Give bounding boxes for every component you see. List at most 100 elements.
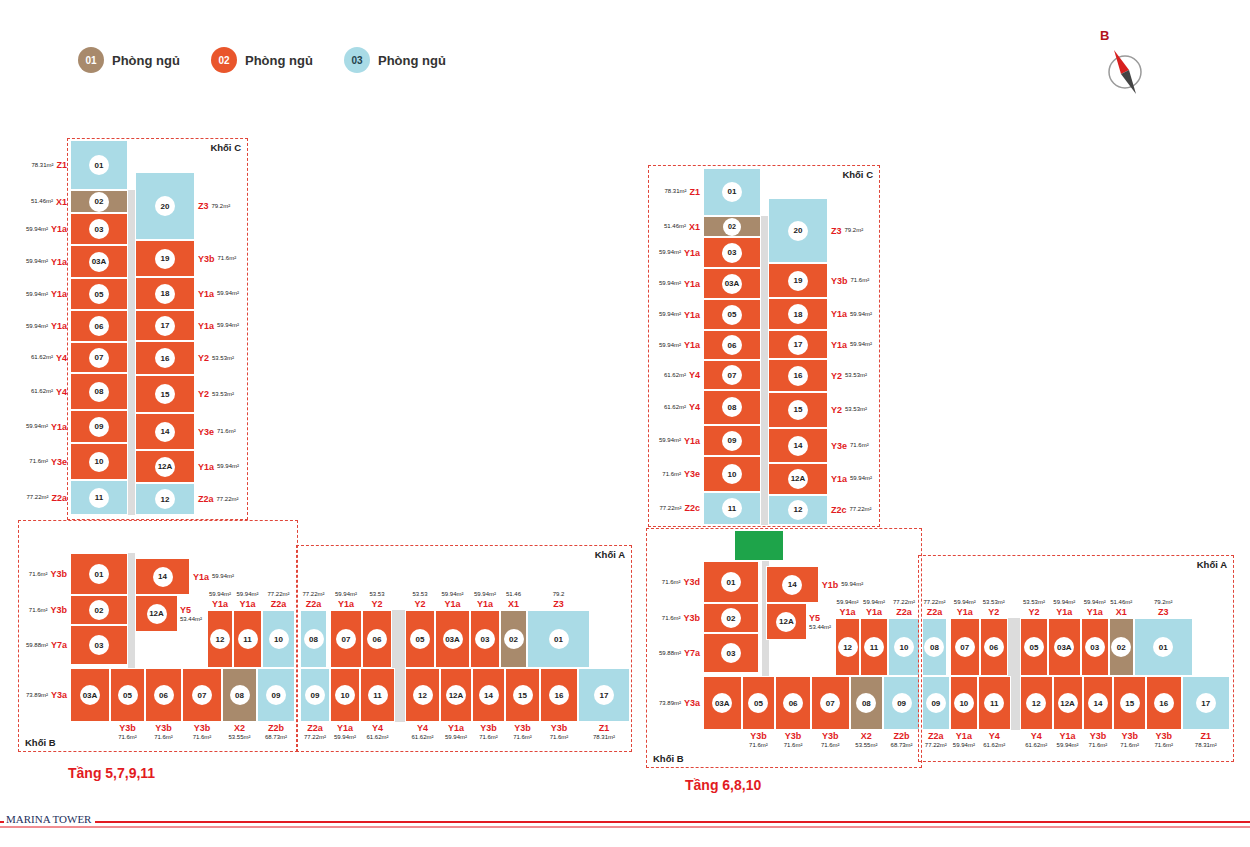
unit-type-code: Y3e [684, 469, 700, 479]
legend-item: 02Phòng ngủ [211, 47, 313, 73]
unit-type-code: Y3b [1155, 731, 1172, 741]
unit-tag: Y461.62m² [366, 723, 388, 741]
unit-number: 11 [984, 693, 1004, 713]
legend-swatch: 03 [344, 47, 370, 73]
unit-tag: Y3e71.6m² [198, 427, 236, 437]
unit-tag: Y1a59.94m² [26, 321, 67, 331]
apartment-unit: 02Y3b71.6m² [703, 603, 759, 633]
unit-area: 59.94m² [474, 591, 496, 598]
apartment-unit: 02X151.46m² [1109, 618, 1134, 676]
unit-number: 12A [446, 685, 466, 705]
unit-area: 61.62m² [664, 372, 686, 379]
unit-tag: Y3e71.6m² [662, 469, 700, 479]
apartment-unit: 03AY1a59.94m² [1048, 618, 1081, 676]
compass-letter: B [1100, 28, 1109, 43]
apartment-unit: 03AY1a59.94m² [435, 610, 470, 668]
unit-area: 71.6m² [193, 734, 212, 741]
apartment-unit: 08Z2a77.22m² [300, 610, 327, 668]
unit-area: 77.22m² [26, 494, 48, 501]
unit-type-code: Y3e [831, 441, 847, 451]
unit-tag: Y3a73.89m² [26, 690, 67, 700]
apartment-unit: 12Y1a59.94m² [835, 618, 860, 676]
apartment-unit: 17Z178.31m² [578, 668, 630, 722]
legend-item: 03Phòng ngủ [344, 47, 446, 73]
unit-number: 03 [721, 643, 741, 663]
compass [1109, 50, 1141, 94]
apartment-unit: 02X151.46m² [703, 216, 761, 238]
unit-number: 03A [443, 629, 463, 649]
unit-number: 12 [155, 489, 175, 509]
unit-number: 06 [154, 685, 174, 705]
unit-tag: Z2a77.22m² [304, 723, 326, 741]
legend-text: Phòng ngủ [112, 53, 180, 68]
unit-tag: Y3b71.6m² [831, 276, 869, 286]
apartment-unit: 08Y461.62m² [70, 373, 128, 410]
unit-number: 14 [788, 436, 808, 456]
unit-tag: Y461.62m² [664, 402, 700, 412]
unit-area: 61.62m² [31, 354, 53, 361]
unit-number: 15 [788, 400, 808, 420]
corridor [761, 216, 768, 525]
unit-number: 07 [820, 693, 840, 713]
apartment-unit: 09Y1a59.94m² [70, 410, 128, 443]
apartment-unit: 03AY1a59.94m² [703, 268, 761, 299]
apartment-unit: 03AY3a73.89m² [703, 676, 742, 730]
unit-type-code: Y1a [1060, 731, 1076, 741]
unit-number: 06 [783, 693, 803, 713]
unit-tag: Y3b71.6m² [749, 731, 768, 749]
unit-type-code: Y3b [119, 723, 136, 733]
unit-number: 08 [304, 629, 324, 649]
unit-area: 71.6m² [118, 734, 137, 741]
unit-tag: Y3a73.89m² [659, 698, 700, 708]
unit-area: 77.22m² [893, 599, 915, 606]
unit-area: 68.73m² [891, 742, 913, 749]
apartment-unit: 12Y1a59.94m² [207, 610, 233, 668]
apartment-unit: 05Y253.53m² [1020, 618, 1048, 676]
unit-area: 53.53m² [212, 391, 234, 398]
unit-area: 53.44m² [180, 616, 202, 623]
unit-area: 77.22m² [302, 591, 324, 598]
unit-tag: Y3b71.6m² [479, 723, 498, 741]
unit-area: 59.88m² [659, 650, 681, 657]
unit-type-code: Z3 [831, 226, 842, 236]
apartment-unit: 09Z2a77.22m² [300, 668, 330, 722]
unit-type-code: Y1a [684, 436, 700, 446]
apartment-unit: 03Y1a59.94m² [1081, 618, 1109, 676]
unit-area: 59.94m² [217, 322, 239, 329]
unit-type-code: Y1a [684, 340, 700, 350]
unit-number: 03 [89, 635, 109, 655]
unit-area: 53.44m² [809, 624, 831, 631]
block-name: Khối A [1197, 559, 1227, 570]
apartment-unit: 05Y3b71.6m² [110, 668, 145, 722]
unit-tag: Y1a59.94m² [26, 224, 67, 234]
unit-area: 77.22m² [925, 742, 947, 749]
apartment-unit: 01Z178.31m² [703, 168, 761, 216]
apartment-unit: 03AY1a59.94m² [70, 245, 128, 278]
apartment-unit: 03Y1a59.94m² [70, 213, 128, 245]
unit-area: 71.6m² [479, 734, 498, 741]
green-area [735, 531, 783, 560]
unit-number: 16 [788, 366, 808, 386]
apartment-unit: 12AY1a59.94m² [440, 668, 472, 722]
apartment-unit: 14Y3b71.6m² [472, 668, 505, 722]
unit-type-code: Y1a [866, 607, 882, 617]
unit-number: 02 [1111, 637, 1131, 657]
apartment-unit: 12AY1a59.94m² [135, 450, 195, 483]
apartment-unit: 07Y3b71.6m² [182, 668, 222, 722]
apartment-unit: 14Y3e71.6m² [768, 428, 828, 463]
apartment-unit: 10Z2a77.22m² [262, 610, 295, 668]
apartment-unit: 05Y3b71.6m² [742, 676, 776, 730]
unit-area: 59.94m² [1057, 742, 1079, 749]
unit-area: 78.31m² [664, 188, 686, 195]
unit-area: 71.6m² [662, 471, 681, 478]
apartment-unit: 14Y3e71.6m² [135, 413, 195, 450]
unit-number: 17 [155, 316, 175, 336]
unit-type-code: Z2a [927, 607, 943, 617]
unit-type-code: Y7a [51, 640, 67, 650]
unit-number: 18 [155, 284, 175, 304]
unit-tag: Y1a59.94m² [863, 599, 885, 617]
unit-tag: Y1a59.94m² [26, 289, 67, 299]
unit-type-code: Y1a [193, 572, 209, 582]
unit-number: 12A [1058, 693, 1078, 713]
unit-tag: Y7a59.88m² [659, 648, 700, 658]
